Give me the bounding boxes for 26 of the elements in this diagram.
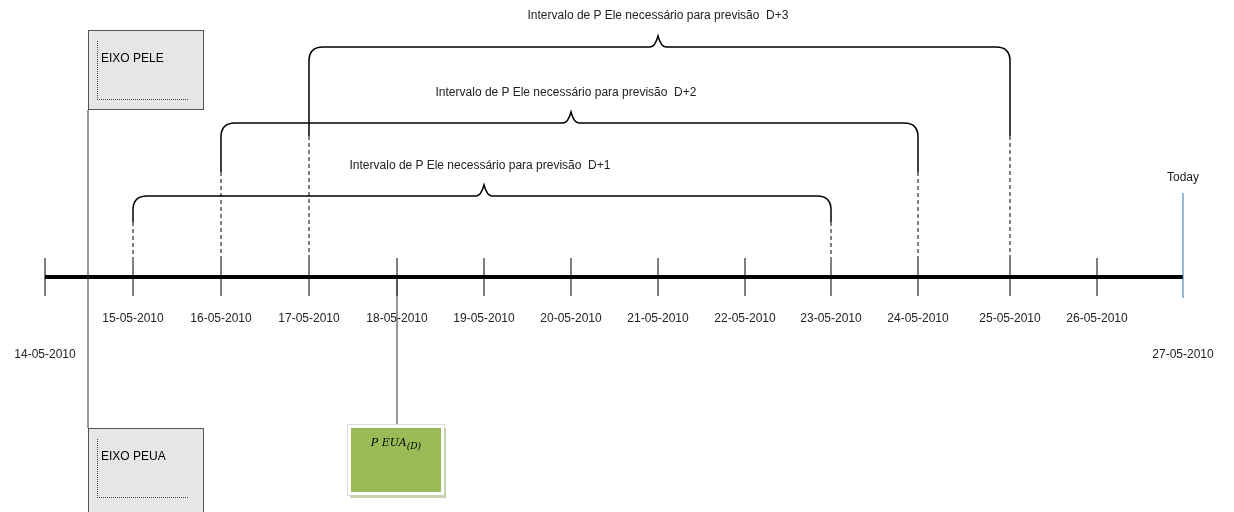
brace-label: Intervalo de P Ele necessário para previsão D+2 <box>435 85 697 99</box>
axis-box <box>88 428 204 512</box>
box-label: P EUA$_{(D)}$ <box>370 436 422 452</box>
date-label: 17-05-2010 <box>278 311 340 325</box>
connector-line <box>87 109 89 429</box>
date-label: 18-05-2010 <box>366 311 428 325</box>
date-label: 22-05-2010 <box>714 311 776 325</box>
brace-label: Intervalo de P Ele necessário para previsão D+3 <box>527 8 789 22</box>
box-label: EIXO PEUA <box>101 449 166 463</box>
axis-box <box>88 30 204 110</box>
leader-line <box>396 276 398 426</box>
date-label: 19-05-2010 <box>453 311 515 325</box>
marker-label: Today <box>1167 170 1199 184</box>
date-label: 24-05-2010 <box>887 311 949 325</box>
brace-label: Intervalo de P Ele necessário para previsão D+1 <box>349 158 611 172</box>
process-box <box>348 425 444 495</box>
date-label: 20-05-2010 <box>540 311 602 325</box>
date-label: 21-05-2010 <box>627 311 689 325</box>
date-label: 15-05-2010 <box>102 311 164 325</box>
date-label: 26-05-2010 <box>1066 311 1128 325</box>
date-label: 23-05-2010 <box>800 311 862 325</box>
box-label: EIXO PELE <box>101 51 164 65</box>
date-label: 14-05-2010 <box>14 347 76 361</box>
date-label: 25-05-2010 <box>979 311 1041 325</box>
date-label: 16-05-2010 <box>190 311 252 325</box>
date-label: 27-05-2010 <box>1152 347 1214 361</box>
